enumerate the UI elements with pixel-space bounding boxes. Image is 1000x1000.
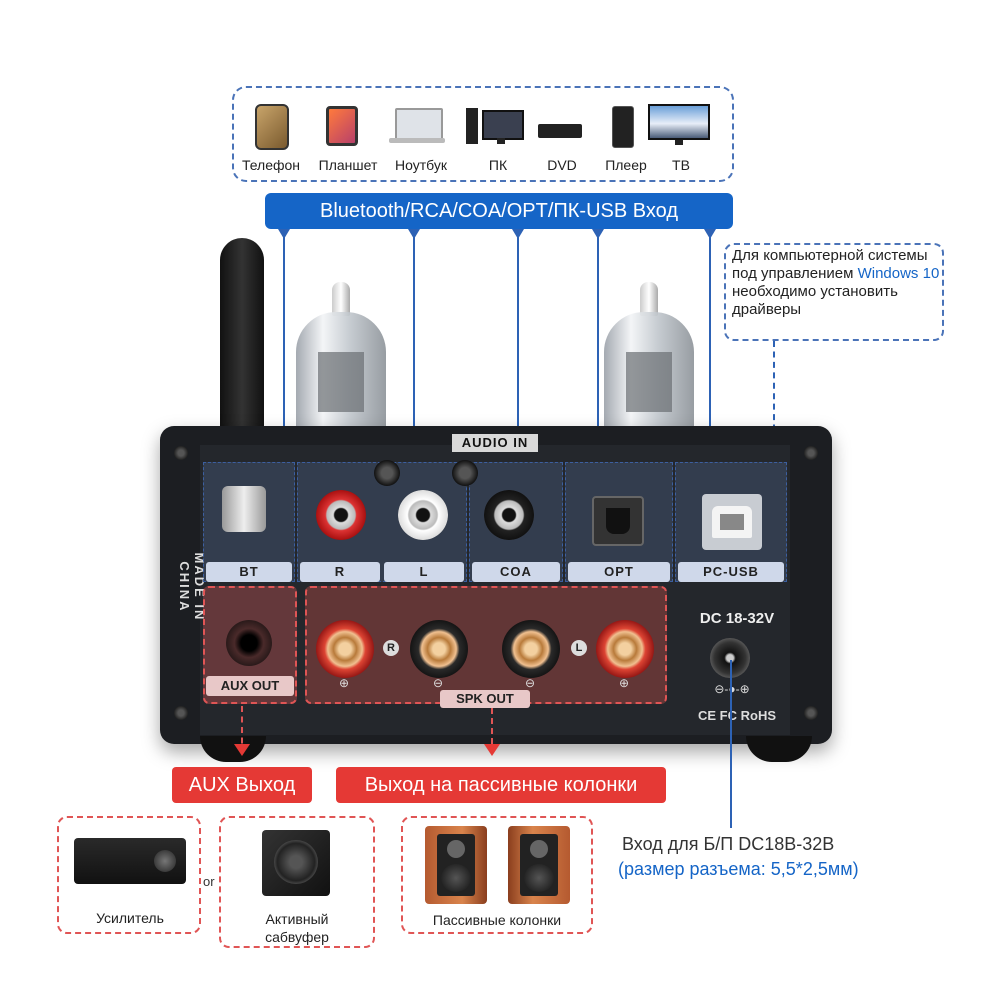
rca-r-jack[interactable]: [316, 490, 366, 540]
spk-arrow: [491, 708, 493, 754]
driver-note-box: [724, 243, 944, 341]
spk-out-banner: Выход на пассивные колонки: [336, 767, 666, 803]
arrow-opt: [592, 229, 604, 239]
speaker-post-r-plus[interactable]: [316, 620, 374, 678]
coa-label: COA: [472, 562, 560, 582]
screw-bottom-right: [804, 706, 818, 720]
arrow-rca: [408, 229, 420, 239]
driver-note-text: Для компьютерной системы под управлением…: [732, 247, 944, 319]
aux-out-jack[interactable]: [226, 620, 272, 666]
spk-minus-1: ⊖: [433, 676, 444, 690]
line-opt: [597, 229, 599, 449]
audio-in-label: AUDIO IN: [452, 434, 538, 452]
aux-arrow-head: [234, 744, 250, 756]
arrow-coa: [512, 229, 524, 239]
devices-box: [232, 86, 734, 182]
speaker-post-l-minus[interactable]: [502, 620, 560, 678]
antenna-connector: [222, 486, 266, 532]
rca-l-label: L: [384, 562, 464, 582]
amp-box: [57, 816, 201, 934]
aux-out-label: AUX OUT: [206, 676, 294, 696]
tablet-icon: [326, 106, 358, 146]
laptop-icon: [389, 108, 445, 144]
device-label-tablet: Планшет: [318, 157, 378, 173]
line-usb: [709, 229, 711, 449]
power-input-line1: Вход для Б/П DC18B-32B: [622, 834, 835, 854]
screw-bottom-left: [174, 706, 188, 720]
aux-out-banner: AUX Выход: [172, 767, 312, 803]
passive-speaker-left-icon: [425, 826, 487, 904]
vacuum-tube-right: [604, 282, 694, 432]
amp-label: Усилитель: [96, 910, 164, 926]
device-label-phone: Телефон: [241, 157, 301, 173]
spk-r-marker: R: [383, 640, 399, 656]
speakers-box: [401, 816, 593, 934]
screw-small-2: [452, 460, 478, 486]
spk-l-marker: L: [571, 640, 587, 656]
foot-right: [746, 736, 812, 762]
input-banner: Bluetooth/RCA/COA/OPT/ПК-USB Вход: [265, 193, 733, 229]
spk-arrow-head: [484, 744, 500, 756]
dvd-icon: [538, 124, 582, 138]
line-bt: [283, 229, 285, 449]
device-label-laptop: Ноутбук: [395, 157, 447, 173]
foot-left: [200, 736, 266, 762]
screw-top-left: [174, 446, 188, 460]
tv-icon: [648, 104, 710, 146]
arrow-bt: [278, 229, 290, 239]
screw-small-1: [374, 460, 400, 486]
device-label-dvd: DVD: [547, 157, 577, 173]
subwoofer-icon: [262, 830, 330, 896]
rca-l-jack[interactable]: [398, 490, 448, 540]
coaxial-jack[interactable]: [484, 490, 534, 540]
aux-arrow: [241, 706, 243, 754]
spk-plus-2: ⊕: [619, 676, 630, 690]
optical-port[interactable]: [592, 496, 644, 546]
power-line: [730, 660, 732, 828]
pc-icon: [466, 106, 524, 146]
polarity-icon: ⊖-●-⊕: [708, 682, 756, 696]
speaker-post-l-plus[interactable]: [596, 620, 654, 678]
or-label: or: [203, 874, 215, 889]
arrow-usb: [704, 229, 716, 239]
device-label-tv: ТВ: [672, 157, 690, 173]
speakers-label: Пассивные колонки: [432, 912, 562, 928]
sub-label: Активный сабвуфер: [265, 911, 329, 945]
driver-note-before: Для компьютерной системы под управлением: [732, 247, 928, 282]
player-icon: [612, 106, 634, 148]
spk-minus-2: ⊖: [525, 676, 536, 690]
speaker-post-r-minus[interactable]: [410, 620, 468, 678]
rca-r-label: R: [300, 562, 380, 582]
phone-icon: [255, 104, 289, 150]
power-input-line2: (размер разъема: 5,5*2,5мм): [618, 859, 859, 879]
dc-label: DC 18-32V: [699, 610, 775, 627]
device-label-player: Плеер: [605, 157, 647, 173]
bt-label: BT: [206, 562, 292, 582]
spk-plus-1: ⊕: [339, 676, 350, 690]
driver-note-after: необходимо установить драйверы: [732, 283, 898, 318]
device-label-pc: ПК: [488, 157, 508, 173]
driver-note-connector: [773, 341, 775, 441]
cert-marks: CE FC RoHS: [698, 708, 776, 723]
line-rca: [413, 229, 415, 449]
sub-box: [219, 816, 375, 948]
line-coa: [517, 229, 519, 449]
opt-label: OPT: [568, 562, 670, 582]
driver-note-highlight: Windows 10: [857, 265, 940, 282]
amplifier-icon: [74, 838, 186, 884]
pcusb-label: PC-USB: [678, 562, 784, 582]
spk-out-label: SPK OUT: [440, 690, 530, 708]
screw-top-right: [804, 446, 818, 460]
passive-speaker-right-icon: [508, 826, 570, 904]
vacuum-tube-left: [296, 282, 386, 432]
bluetooth-antenna: [214, 238, 270, 458]
usb-b-port[interactable]: [702, 494, 762, 550]
